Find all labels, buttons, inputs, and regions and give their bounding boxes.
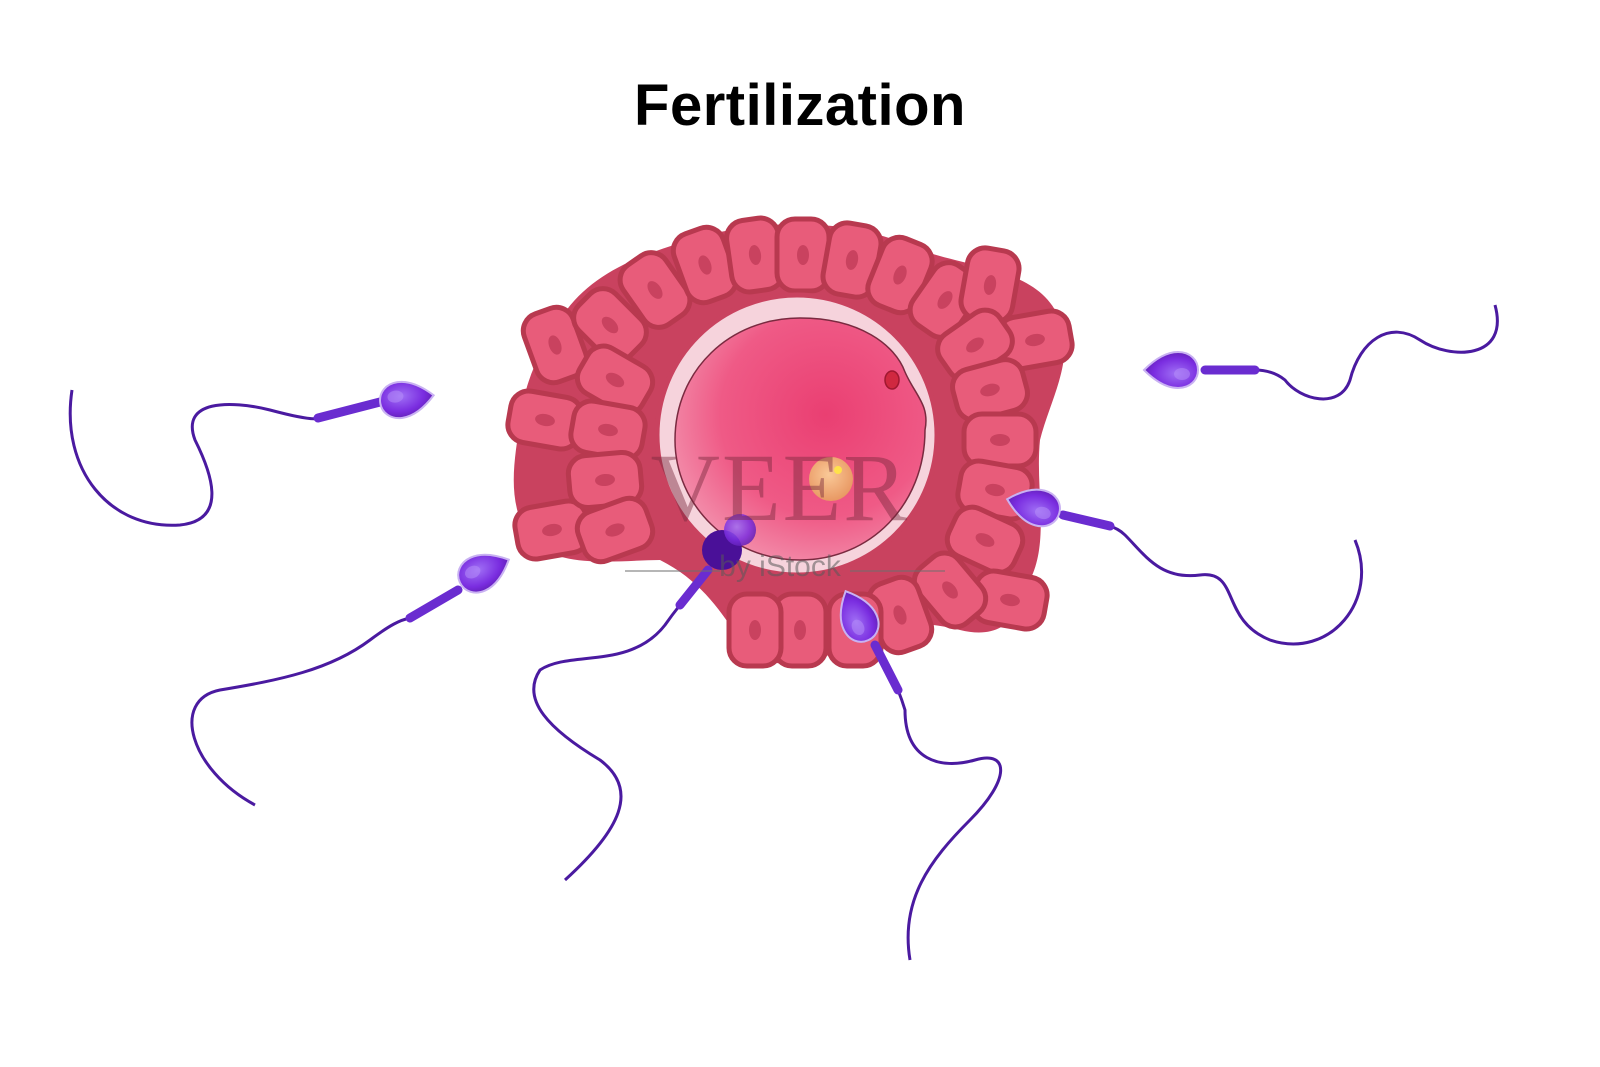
watermark-main: VEER bbox=[650, 434, 910, 541]
sperm-4 bbox=[828, 582, 1003, 961]
page-title: Fertilization bbox=[634, 73, 966, 138]
sperm-3 bbox=[532, 514, 756, 882]
watermark-sub: by iStock bbox=[719, 550, 841, 583]
sperm-5 bbox=[1001, 480, 1364, 646]
sperm-2 bbox=[190, 542, 518, 807]
watermark-line-left bbox=[625, 570, 720, 572]
pronucleus bbox=[809, 457, 853, 501]
sperm-6 bbox=[1143, 304, 1499, 401]
sperm-1 bbox=[68, 376, 438, 527]
ovum bbox=[674, 317, 927, 561]
polar-body bbox=[884, 370, 900, 390]
nucleolus bbox=[834, 466, 842, 474]
watermark-line-right bbox=[850, 570, 945, 572]
